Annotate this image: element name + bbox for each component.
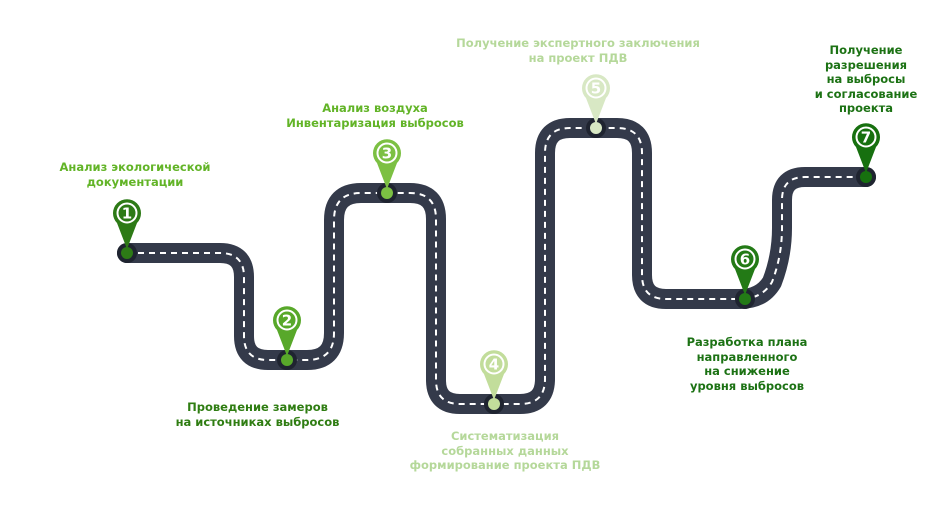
map-pin-icon (731, 245, 760, 295)
step-3-number: 3 (382, 145, 392, 163)
road-node-dot (739, 293, 751, 305)
step-4-number: 4 (489, 356, 499, 374)
road-node-dot (121, 247, 133, 259)
step-1-label: Анализ экологической документации (40, 160, 230, 189)
pin-ring (855, 126, 877, 148)
step-6-line-4: уровня выбросов (689, 378, 805, 393)
step-3-line-1: Анализ воздуха (322, 101, 428, 115)
step-5-marker: 5 (582, 74, 610, 138)
map-pin-icon (479, 350, 509, 400)
step-7-number: 7 (861, 129, 871, 147)
step-2-line-2: на источниках выбросов (175, 414, 340, 429)
step-2-number: 2 (282, 312, 292, 330)
step-4-marker: 4 (479, 350, 509, 414)
pin-ring (376, 142, 398, 164)
step-5-number: 5 (591, 80, 601, 98)
step-7-line-1: Получение (829, 43, 903, 57)
road-node-dot (488, 398, 500, 410)
pin-ring (276, 309, 298, 331)
step-7-line-2: разрешения (824, 57, 908, 72)
step-5-line-1: Получение экспертного заключения (456, 36, 700, 50)
road-node-dot (860, 171, 872, 183)
pin-ring (483, 353, 505, 375)
pin-ring (116, 202, 138, 224)
step-7-label: Получение разрешения на выбросы и соглас… (800, 43, 932, 116)
step-7-line-3: на выбросы (826, 72, 906, 86)
pin-ring (585, 77, 607, 99)
step-1-line-1: Анализ экологической (59, 160, 211, 174)
step-7-marker: 7 (852, 123, 881, 187)
step-1-marker: 1 (113, 199, 142, 263)
map-pin-icon (273, 306, 301, 356)
step-2-label: Проведение замеров на источниках выбросо… (160, 400, 355, 429)
map-pin-icon (373, 139, 401, 189)
pin-ring (734, 248, 756, 270)
step-6-number: 6 (740, 251, 750, 269)
step-7-line-4: и согласование (814, 86, 918, 101)
step-2-line-1: Проведение замеров (187, 400, 328, 414)
step-6-line-1: Разработка плана (686, 335, 808, 349)
step-4-line-1: Систематизация (450, 429, 560, 443)
step-5-line-2: на проект ПДВ (528, 50, 628, 65)
step-1-line-2: документации (86, 174, 184, 189)
step-3-label: Анализ воздуха Инвентаризация выбросов (270, 101, 480, 130)
step-6-line-3: на снижение (704, 364, 790, 378)
step-4-line-3: формирование проекта ПДВ (409, 458, 601, 472)
step-7-line-5: проекта (838, 101, 894, 115)
map-pin-icon (852, 123, 881, 173)
step-3-marker: 3 (373, 139, 401, 203)
step-2-marker: 2 (273, 306, 301, 370)
step-6-marker: 6 (731, 245, 760, 309)
step-6-line-2: направленного (696, 349, 798, 364)
road-node-dot (590, 122, 602, 134)
road-node-dot (281, 354, 293, 366)
step-4-label: Систематизация собранных данных формиров… (395, 429, 615, 473)
road-center-dashes (127, 127, 866, 405)
step-1-number: 1 (122, 205, 132, 223)
step-4-line-2: собранных данных (441, 443, 569, 458)
road-node-dot (381, 187, 393, 199)
step-5-label: Получение экспертного заключения на прое… (440, 36, 716, 65)
map-pin-icon (582, 74, 610, 124)
step-6-label: Разработка плана направленного на снижен… (672, 335, 822, 393)
map-pin-icon (113, 199, 142, 249)
step-3-line-2: Инвентаризация выбросов (286, 115, 464, 130)
